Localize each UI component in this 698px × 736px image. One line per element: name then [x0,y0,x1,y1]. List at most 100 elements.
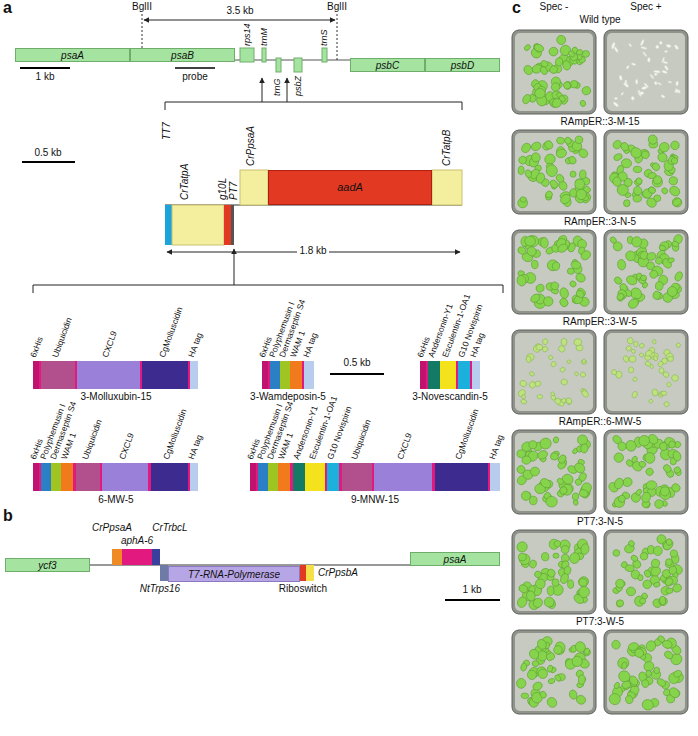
colony [654,70,661,73]
colony [650,74,655,79]
colony [668,81,672,84]
colony [544,139,554,150]
figure-label: probe [182,72,208,82]
plate-frame [512,530,596,614]
colony [529,371,535,377]
insert-arrow [287,78,288,102]
colony [625,274,638,286]
segment [190,463,198,491]
agar-plate [512,30,596,114]
colony [530,141,543,153]
colony [639,598,645,604]
figure-label: 9-MNW-15 [351,495,399,505]
colony [659,596,666,606]
colony [648,399,653,404]
colony [664,576,675,587]
colony [631,391,638,399]
colony [538,669,548,679]
colony [550,361,557,368]
colony [517,246,527,256]
colony [628,367,633,373]
promoter-box [240,170,268,205]
colony [559,193,573,206]
colony [670,140,680,150]
colony [548,46,560,58]
colony [617,494,627,504]
colony [645,640,657,653]
segment [327,463,339,491]
colony [623,199,630,206]
colony [667,257,675,263]
colony [574,640,588,654]
colony [616,288,628,300]
colony [629,355,637,363]
plate-frame [512,430,596,514]
figure-label: 0.5 kb [34,148,61,158]
colony [570,171,576,178]
segment [342,463,372,491]
plate-agar [607,433,685,511]
plate-frame [604,530,688,614]
colony [582,359,586,364]
colony [555,173,566,184]
figure-label: RAmpER::3-N-5 [564,217,636,227]
colony [646,670,652,677]
utr-box [152,549,160,565]
colony [633,195,642,202]
figure-label: Ubiquicidin [51,316,73,358]
colony [566,360,571,364]
segment [151,463,188,491]
colony [523,44,531,52]
gene-name: ycf3 [38,560,56,571]
promoter-box [112,549,122,565]
segment [41,463,51,491]
plate-agar [607,233,685,311]
colony [568,552,580,565]
colony [647,172,657,180]
colony [570,80,578,88]
agar-plate [604,530,688,614]
segment [440,361,456,389]
colony [647,57,650,62]
colony [541,552,549,561]
colony [547,586,554,596]
segment [304,361,314,389]
plate-agar [515,133,593,211]
colony [546,496,557,507]
colony [639,91,645,95]
agar-plate [512,330,596,414]
colony [611,42,616,50]
colony [664,50,668,53]
colony [625,192,632,198]
linker [33,463,198,491]
colony [609,236,618,245]
agar-plate [512,130,596,214]
colony [531,260,538,269]
colony [517,155,528,166]
colony [580,443,588,453]
figure-label: b [3,508,13,524]
colony [539,65,549,75]
colony [646,252,657,262]
colony [552,261,561,271]
colony [577,434,588,445]
colony [539,690,548,699]
colony [641,679,650,688]
colony [647,133,659,145]
colony [671,197,682,208]
colony [580,371,587,378]
segment [374,463,432,491]
colony [579,249,592,262]
insert-arrow [234,249,235,285]
colony [574,478,582,486]
colony [666,285,679,298]
colony [626,65,630,69]
colony [632,376,638,382]
figure-label: Riboswitch [279,584,327,594]
colony [550,281,560,291]
colony [627,297,640,310]
colony [529,496,537,505]
colony [638,460,646,468]
colony [675,342,681,348]
colony [624,249,637,262]
